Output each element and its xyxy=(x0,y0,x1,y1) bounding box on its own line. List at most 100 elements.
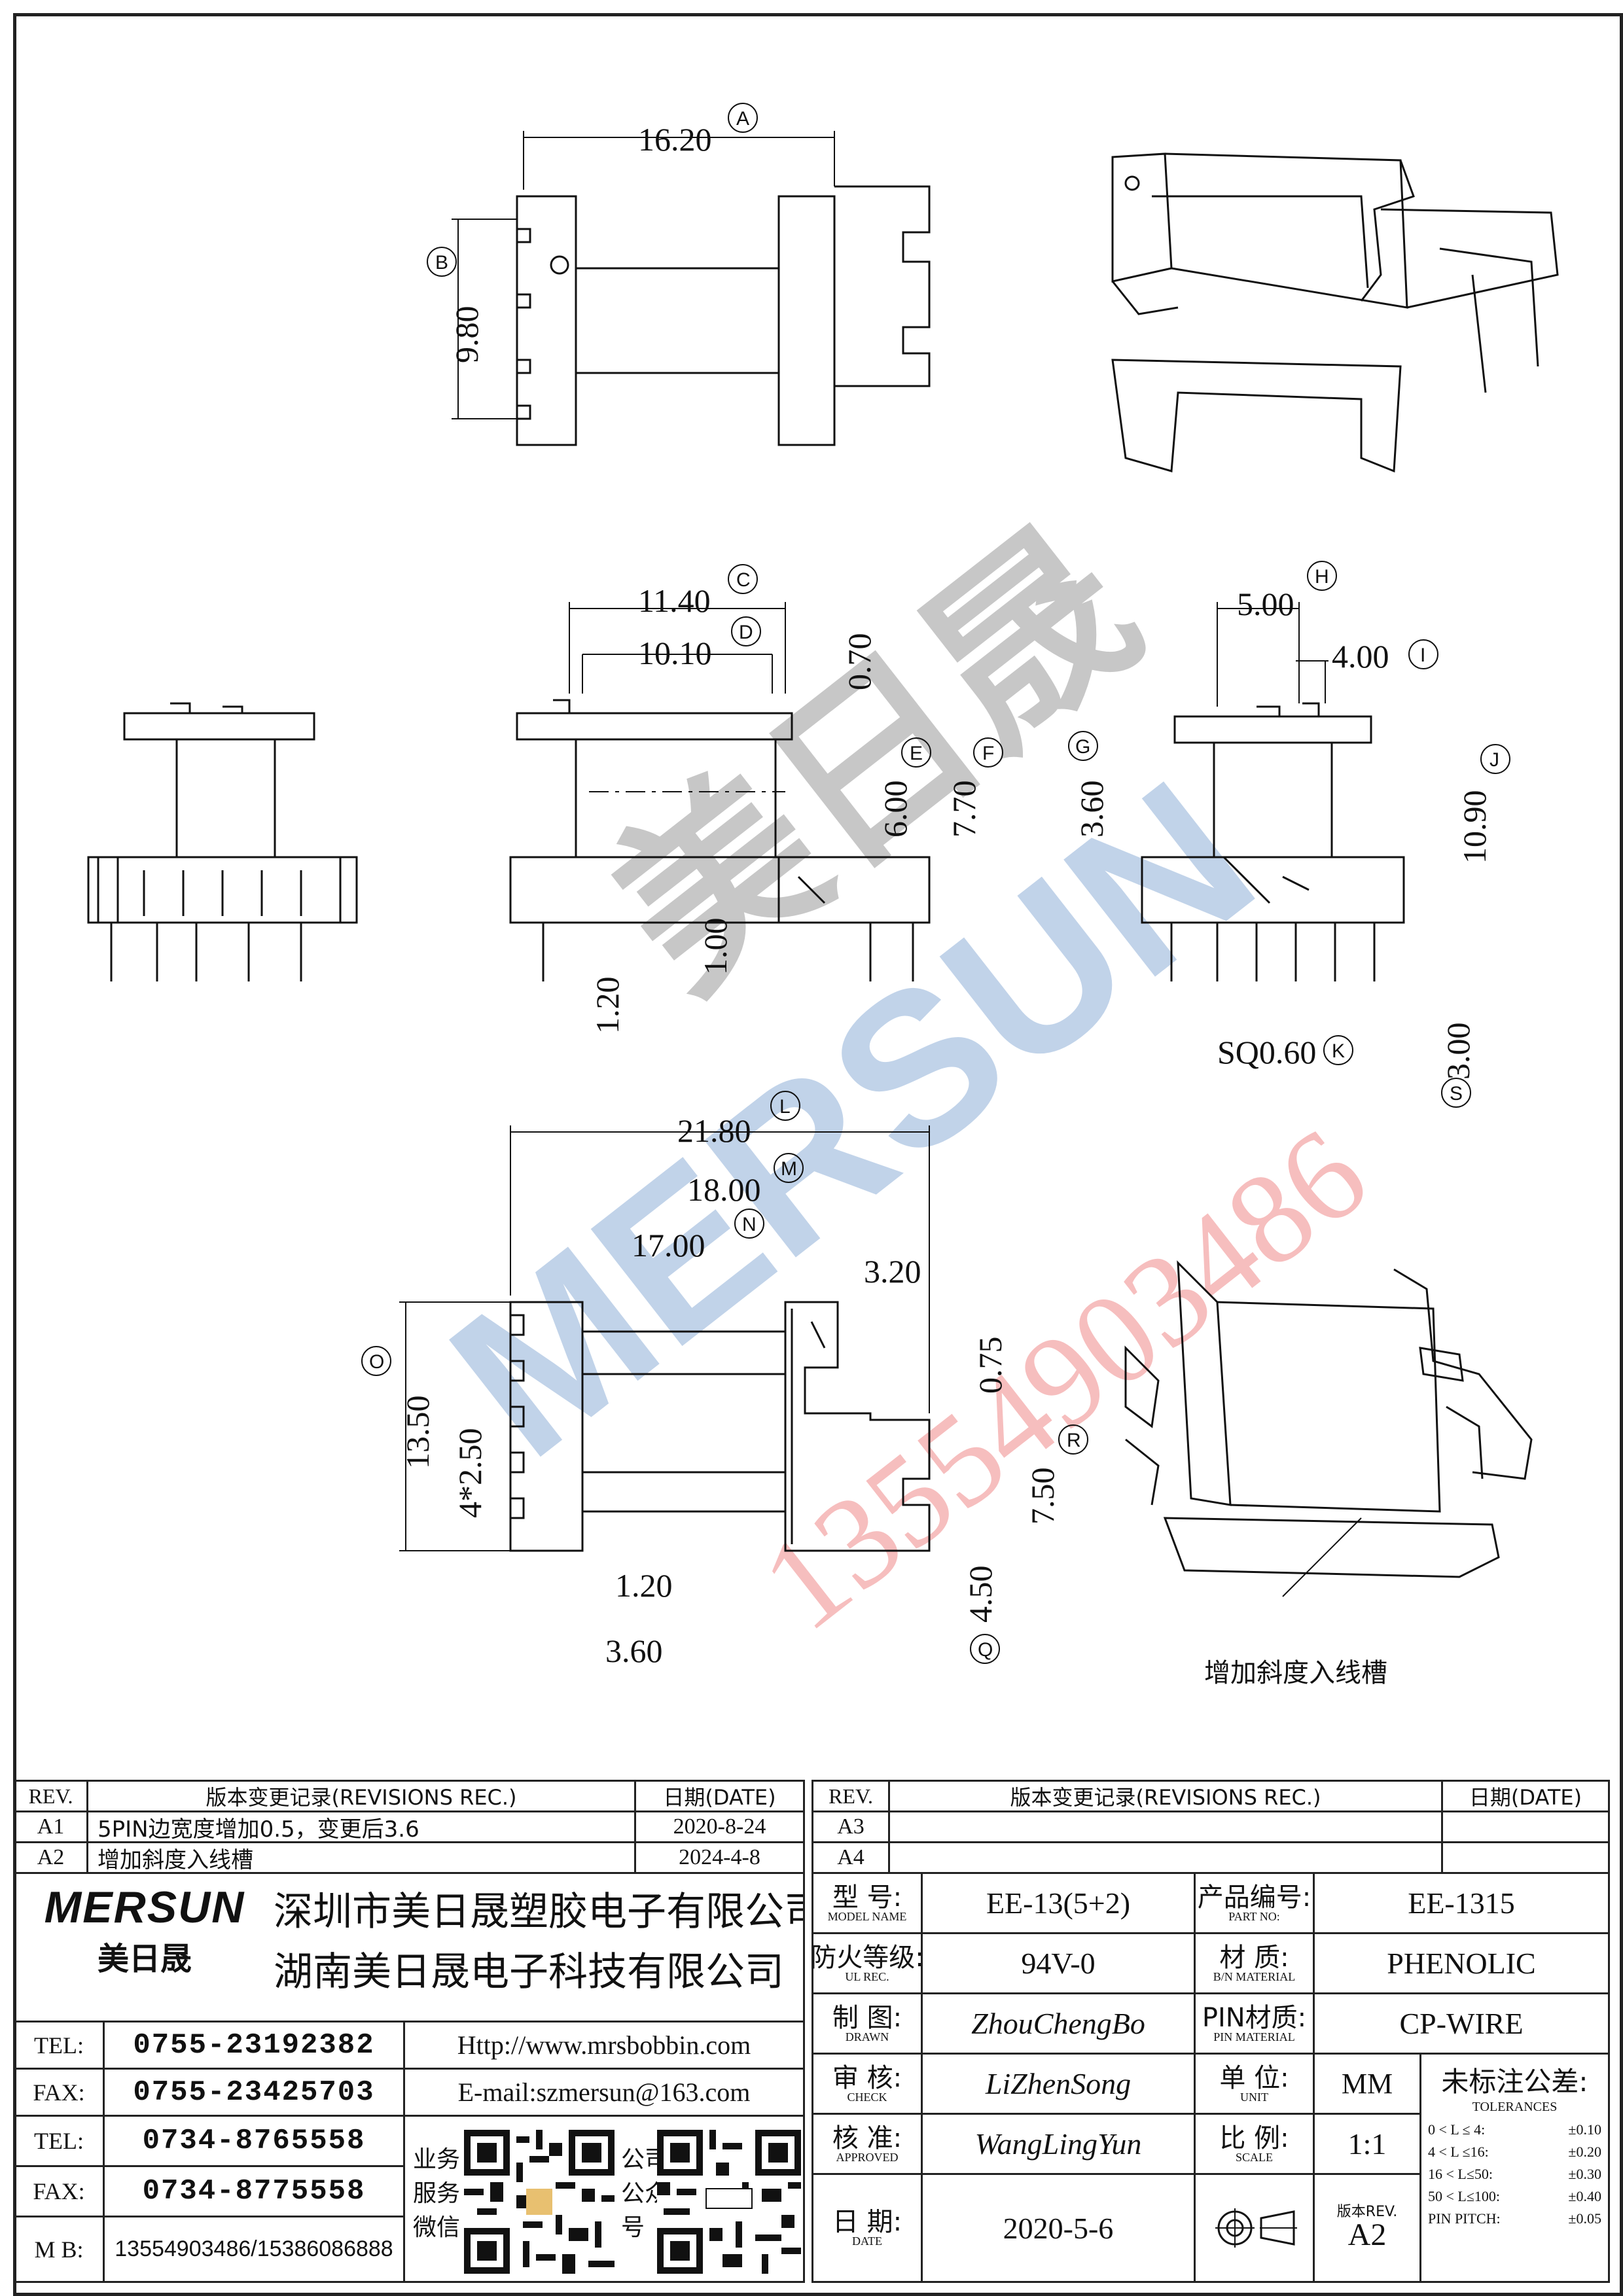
dim-side-sq060: SQ0.60 xyxy=(1217,1034,1316,1070)
value-model: EE-13(5+2) xyxy=(921,1872,1196,1934)
bubble-h: H xyxy=(1315,566,1329,588)
dim-side-1090: 10.90 xyxy=(1456,790,1493,864)
value-ul: 94V-0 xyxy=(921,1932,1196,1994)
first-angle-projection-icon xyxy=(1215,2208,1297,2248)
qr-code-wechat[interactable] xyxy=(464,2130,615,2274)
tolerance-range: 0 < L ≤ 4: xyxy=(1428,2121,1486,2138)
iso-view-bottom xyxy=(1124,1260,1533,1597)
tolerance-range: 4 < L ≤16: xyxy=(1428,2144,1489,2160)
dim-front-770: 7.70 xyxy=(946,781,982,838)
dim-bottom-4x250: 4*2.50 xyxy=(452,1428,488,1519)
label-ul-cn: 防火等级: xyxy=(812,1942,923,1973)
rev-desc-header-right: 版本变更记录(REVISIONS REC.) xyxy=(888,1780,1443,1812)
bubble-letters: A B C D E F G H I J K S L M N O R Q xyxy=(369,108,1499,1661)
label-model-cn: 型 号: xyxy=(832,1882,902,1913)
bubble-s: S xyxy=(1450,1083,1463,1104)
bubble-c: C xyxy=(736,569,751,591)
rev-header-left: REV. xyxy=(13,1780,88,1812)
dim-side-300: 3.00 xyxy=(1440,1023,1476,1080)
value-unit: MM xyxy=(1313,2053,1421,2115)
tolerance-row: 0 < L ≤ 4:±0.10 xyxy=(1428,2119,1601,2141)
tolerance-value: ±0.05 xyxy=(1568,2210,1601,2227)
slot-annotation: 增加斜度入线槽 xyxy=(1204,1658,1387,1688)
bubble-b: B xyxy=(435,252,448,274)
bottom-view xyxy=(399,1125,931,1552)
value-material: PHENOLIC xyxy=(1313,1932,1610,1994)
rev-row-a2-date: 2024-4-8 xyxy=(634,1841,805,1874)
company-email: E-mail:szmersun@163.com xyxy=(403,2068,805,2117)
label-ul: 防火等级: UL REC. xyxy=(812,1932,923,1994)
label-unit: 单 位: UNIT xyxy=(1194,2053,1315,2115)
dim-front-070: 0.70 xyxy=(841,633,878,691)
label-pin-en: PIN MATERIAL xyxy=(1213,2030,1295,2043)
label-date-en: DATE xyxy=(852,2234,882,2248)
qr-label-left-3: 微信 xyxy=(413,2214,461,2241)
qr-label-left-1: 业务 xyxy=(413,2146,461,2173)
dim-bottom-450: 4.50 xyxy=(962,1566,999,1623)
qr-area: 业务 服务 微信 公司 公众 号 xyxy=(403,2115,805,2283)
dim-bottom-1350: 13.50 xyxy=(399,1396,436,1470)
dim-top-height: 9.80 xyxy=(448,306,485,364)
contact-value-fax2: 0734-8775558 xyxy=(103,2165,405,2217)
front-view xyxy=(509,602,931,981)
bubble-l: L xyxy=(779,1096,791,1118)
dim-bottom-1800: 18.00 xyxy=(687,1171,761,1208)
label-check-cn: 审 核: xyxy=(832,2062,902,2093)
contact-value-tel2: 0734-8765558 xyxy=(103,2115,405,2167)
tolerance-row: 16 < L≤50:±0.30 xyxy=(1428,2163,1601,2185)
bubble-labels xyxy=(361,103,1510,1664)
tolerances-subtitle: TOLERANCES xyxy=(1472,2100,1558,2114)
dim-bottom-1700: 17.00 xyxy=(632,1227,705,1263)
company-logo-cn: 美日晟 xyxy=(97,1941,192,1977)
dim-side-400: 4.00 xyxy=(1332,638,1389,675)
bubble-j: J xyxy=(1489,749,1499,771)
dim-top-width: 16.20 xyxy=(638,121,712,158)
rev-row-a4-desc xyxy=(888,1841,1443,1874)
label-ul-en: UL REC. xyxy=(845,1969,889,1983)
iso-view-top xyxy=(1111,152,1559,473)
dim-bottom-075: 0.75 xyxy=(972,1337,1008,1394)
dim-front-120: 1.20 xyxy=(589,977,626,1034)
label-unit-cn: 单 位: xyxy=(1219,2062,1289,2093)
contact-label-tel1: TEL: xyxy=(13,2021,105,2070)
value-approved: WangLingYun xyxy=(921,2113,1196,2175)
bubble-d: D xyxy=(739,622,753,643)
value-part: EE-1315 xyxy=(1313,1872,1610,1934)
dim-front-100: 1.00 xyxy=(697,918,734,976)
label-part-cn: 产品编号: xyxy=(1197,1882,1311,1913)
top-view xyxy=(452,131,931,446)
label-part: 产品编号: PART NO: xyxy=(1194,1872,1315,1934)
rev-row-a4-id: A4 xyxy=(812,1841,890,1874)
label-check-en: CHECK xyxy=(847,2090,887,2104)
rev-version: 版本REV. A2 xyxy=(1313,2173,1421,2283)
value-date: 2020-5-6 xyxy=(921,2173,1196,2283)
company-name-shenzhen: 深圳市美日晟塑胶电子有限公司 xyxy=(274,1889,805,1935)
contact-label-fax2: FAX: xyxy=(13,2165,105,2217)
dim-bottom-750: 7.50 xyxy=(1024,1468,1061,1525)
contact-value-fax1: 0755-23425703 xyxy=(103,2068,405,2117)
contact-label-mb: M B: xyxy=(13,2216,105,2283)
tolerance-row: 4 < L ≤16:±0.20 xyxy=(1428,2141,1601,2163)
rev-row-a2-id: A2 xyxy=(13,1841,88,1874)
qr-code-official-account[interactable] xyxy=(657,2130,801,2274)
label-scale-en: SCALE xyxy=(1235,2150,1273,2164)
label-scale: 比 例: SCALE xyxy=(1194,2113,1315,2175)
label-material-cn: 材 质: xyxy=(1219,1942,1289,1973)
tolerance-row: PIN PITCH: ±0.05 xyxy=(1428,2208,1601,2230)
label-approved: 核 准: APPROVED xyxy=(812,2113,923,2175)
tolerance-value: ±0.30 xyxy=(1568,2166,1601,2182)
technical-drawing: MERSUN 美日晟 13554903486 xyxy=(87,103,1559,1688)
bubble-f: F xyxy=(982,743,994,764)
dim-bottom-360: 3.60 xyxy=(605,1633,663,1669)
rev-row-a1-desc: 5PIN边宽度增加0.5，变更后3.6 xyxy=(86,1810,636,1843)
side-view-left xyxy=(87,702,358,981)
bubble-g: G xyxy=(1075,736,1090,758)
value-pin: CP-WIRE xyxy=(1313,1992,1610,2055)
value-check: LiZhenSong xyxy=(921,2053,1196,2115)
tolerance-range: PIN PITCH: xyxy=(1428,2210,1501,2227)
tolerance-rows: 0 < L ≤ 4:±0.10 4 < L ≤16:±0.20 16 < L≤5… xyxy=(1428,2119,1601,2230)
dim-front-1140: 11.40 xyxy=(638,582,711,619)
rev-version-value: A2 xyxy=(1347,2217,1387,2252)
rev-row-a4-date xyxy=(1441,1841,1610,1874)
rev-header-right: REV. xyxy=(812,1780,890,1812)
